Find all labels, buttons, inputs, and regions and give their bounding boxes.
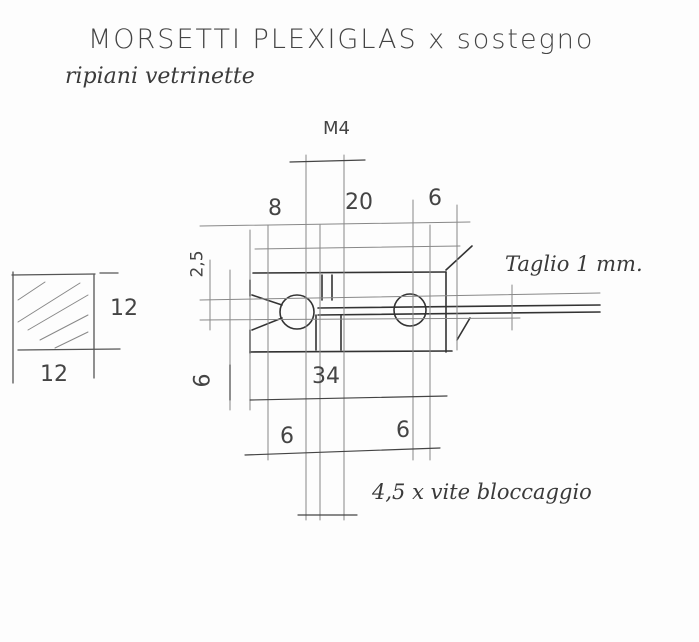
section-height-label: 12 (110, 296, 138, 321)
cut-note: Taglio 1 mm. (505, 252, 643, 276)
dim-right-offset: 6 (428, 186, 442, 211)
dim-middle-span: 20 (345, 190, 373, 215)
dim-top-height: 2,5 (187, 250, 208, 278)
dim-bottom-height: 6 (190, 373, 216, 388)
dim-total-length: 34 (312, 364, 340, 389)
dim-hole-left: 6 (280, 424, 294, 449)
section-width-label: 12 (40, 362, 68, 387)
dim-left-offset: 8 (268, 196, 282, 221)
title-line-1: MORSETTI PLEXIGLAS x sostegno (88, 24, 595, 55)
section-square (11, 271, 121, 384)
title-line-2: ripiani vetrinette (65, 64, 255, 89)
screw-note: 4,5 x vite bloccaggio (372, 480, 592, 504)
thread-label: M4 (323, 118, 350, 139)
dim-hole-right: 6 (396, 418, 410, 443)
